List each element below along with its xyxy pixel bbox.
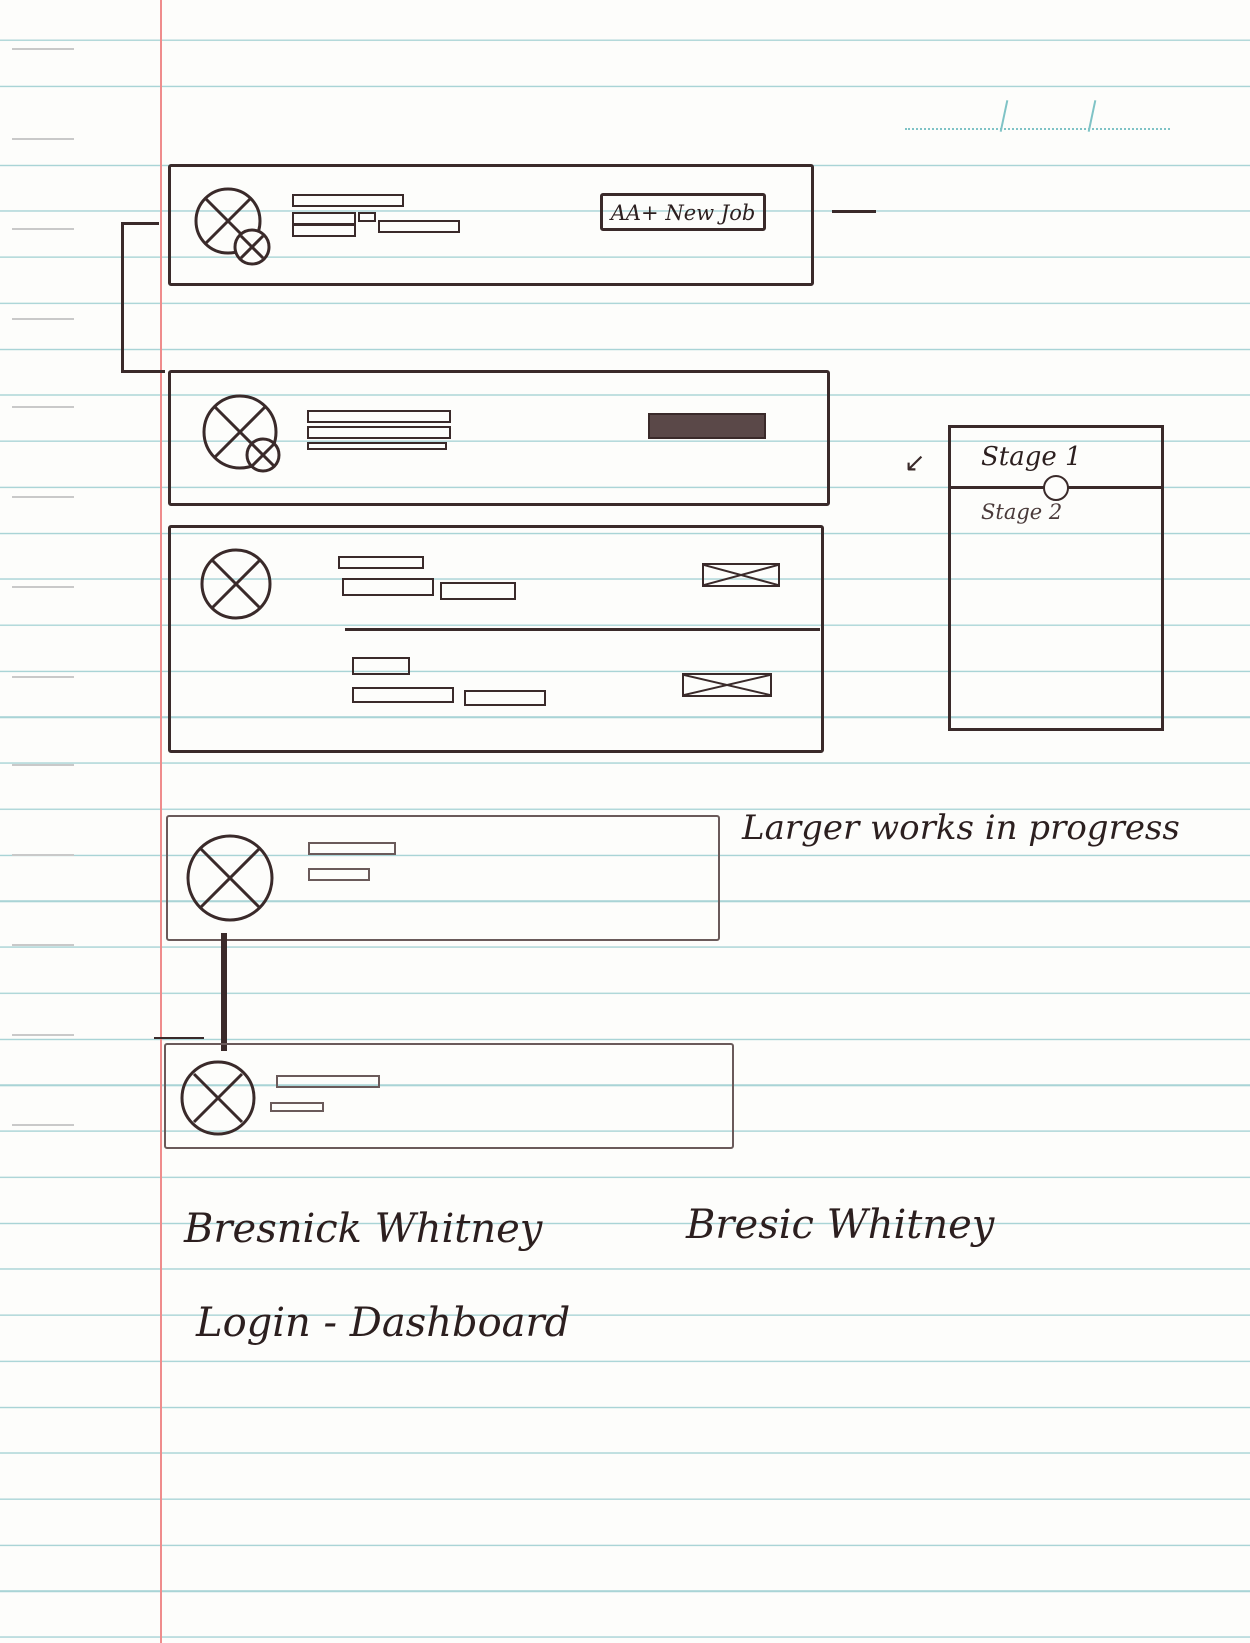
edge-mark bbox=[12, 854, 74, 856]
edge-mark bbox=[12, 138, 74, 140]
edge-mark bbox=[12, 676, 74, 678]
corner-dotted-line bbox=[905, 128, 1170, 130]
bracket-connector bbox=[121, 222, 124, 372]
title-placeholder-bar bbox=[276, 1075, 380, 1088]
bracket-connector bbox=[121, 370, 165, 373]
meta-placeholder-bar bbox=[270, 1102, 324, 1112]
new-job-button[interactable]: AA+ New Job bbox=[600, 193, 766, 231]
stage-1-label[interactable]: Stage 1 bbox=[981, 442, 1082, 472]
meta-placeholder-bar bbox=[307, 426, 451, 439]
work-card[interactable] bbox=[164, 1043, 734, 1149]
edge-mark bbox=[12, 944, 74, 946]
expanded-job-card[interactable] bbox=[168, 525, 824, 753]
side-dash bbox=[832, 210, 876, 213]
edge-mark bbox=[12, 586, 74, 588]
title-placeholder-bar bbox=[307, 410, 451, 423]
meta-placeholder-bar bbox=[308, 868, 370, 881]
arrow-down-icon: ↙ bbox=[904, 448, 926, 478]
avatar-icon bbox=[202, 394, 281, 473]
title-placeholder-bar bbox=[308, 842, 396, 855]
meta-placeholder-bar bbox=[464, 690, 546, 706]
notebook-margin-line bbox=[160, 0, 162, 1643]
title-placeholder-bar bbox=[292, 194, 404, 207]
avatar-icon bbox=[186, 834, 274, 922]
job-card[interactable] bbox=[168, 370, 830, 506]
edge-mark bbox=[12, 228, 74, 230]
edge-mark bbox=[12, 318, 74, 320]
meta-placeholder-bar bbox=[292, 224, 356, 237]
header-card bbox=[168, 164, 814, 286]
title-placeholder-bar bbox=[338, 556, 424, 569]
work-card[interactable] bbox=[166, 815, 720, 941]
stage-2-label[interactable]: Stage 2 bbox=[981, 500, 1063, 524]
edge-mark bbox=[12, 496, 74, 498]
brand-name-option-1: Bresnick Whitney bbox=[184, 1206, 543, 1252]
avatar-icon bbox=[180, 1060, 256, 1136]
flow-note: Login - Dashboard bbox=[196, 1300, 571, 1346]
brand-name-option-2: Bresic Whitney bbox=[686, 1202, 995, 1248]
meta-placeholder-bar bbox=[440, 582, 516, 600]
card-connector bbox=[154, 1037, 204, 1039]
card-connector bbox=[221, 933, 227, 1051]
meta-placeholder-bar bbox=[378, 220, 460, 233]
larger-works-note: Larger works in progress bbox=[742, 808, 1180, 848]
stage-panel: Stage 1 Stage 2 bbox=[948, 425, 1164, 731]
avatar-icon bbox=[194, 187, 271, 266]
stage-marker-icon bbox=[1043, 475, 1069, 501]
avatar-icon bbox=[200, 548, 272, 620]
meta-placeholder-bar bbox=[307, 442, 447, 450]
progress-bar bbox=[648, 413, 766, 439]
bracket-connector bbox=[121, 222, 159, 225]
meta-placeholder-bar bbox=[358, 212, 376, 222]
title-placeholder-bar bbox=[352, 657, 410, 675]
edge-mark bbox=[12, 1034, 74, 1036]
edge-mark bbox=[12, 48, 74, 50]
image-placeholder-icon bbox=[682, 673, 772, 697]
edge-mark bbox=[12, 1124, 74, 1126]
edge-mark bbox=[12, 406, 74, 408]
meta-placeholder-bar bbox=[352, 687, 454, 703]
row-divider bbox=[345, 628, 820, 631]
edge-mark bbox=[12, 764, 74, 766]
meta-placeholder-bar bbox=[342, 578, 434, 596]
image-placeholder-icon bbox=[702, 563, 780, 587]
